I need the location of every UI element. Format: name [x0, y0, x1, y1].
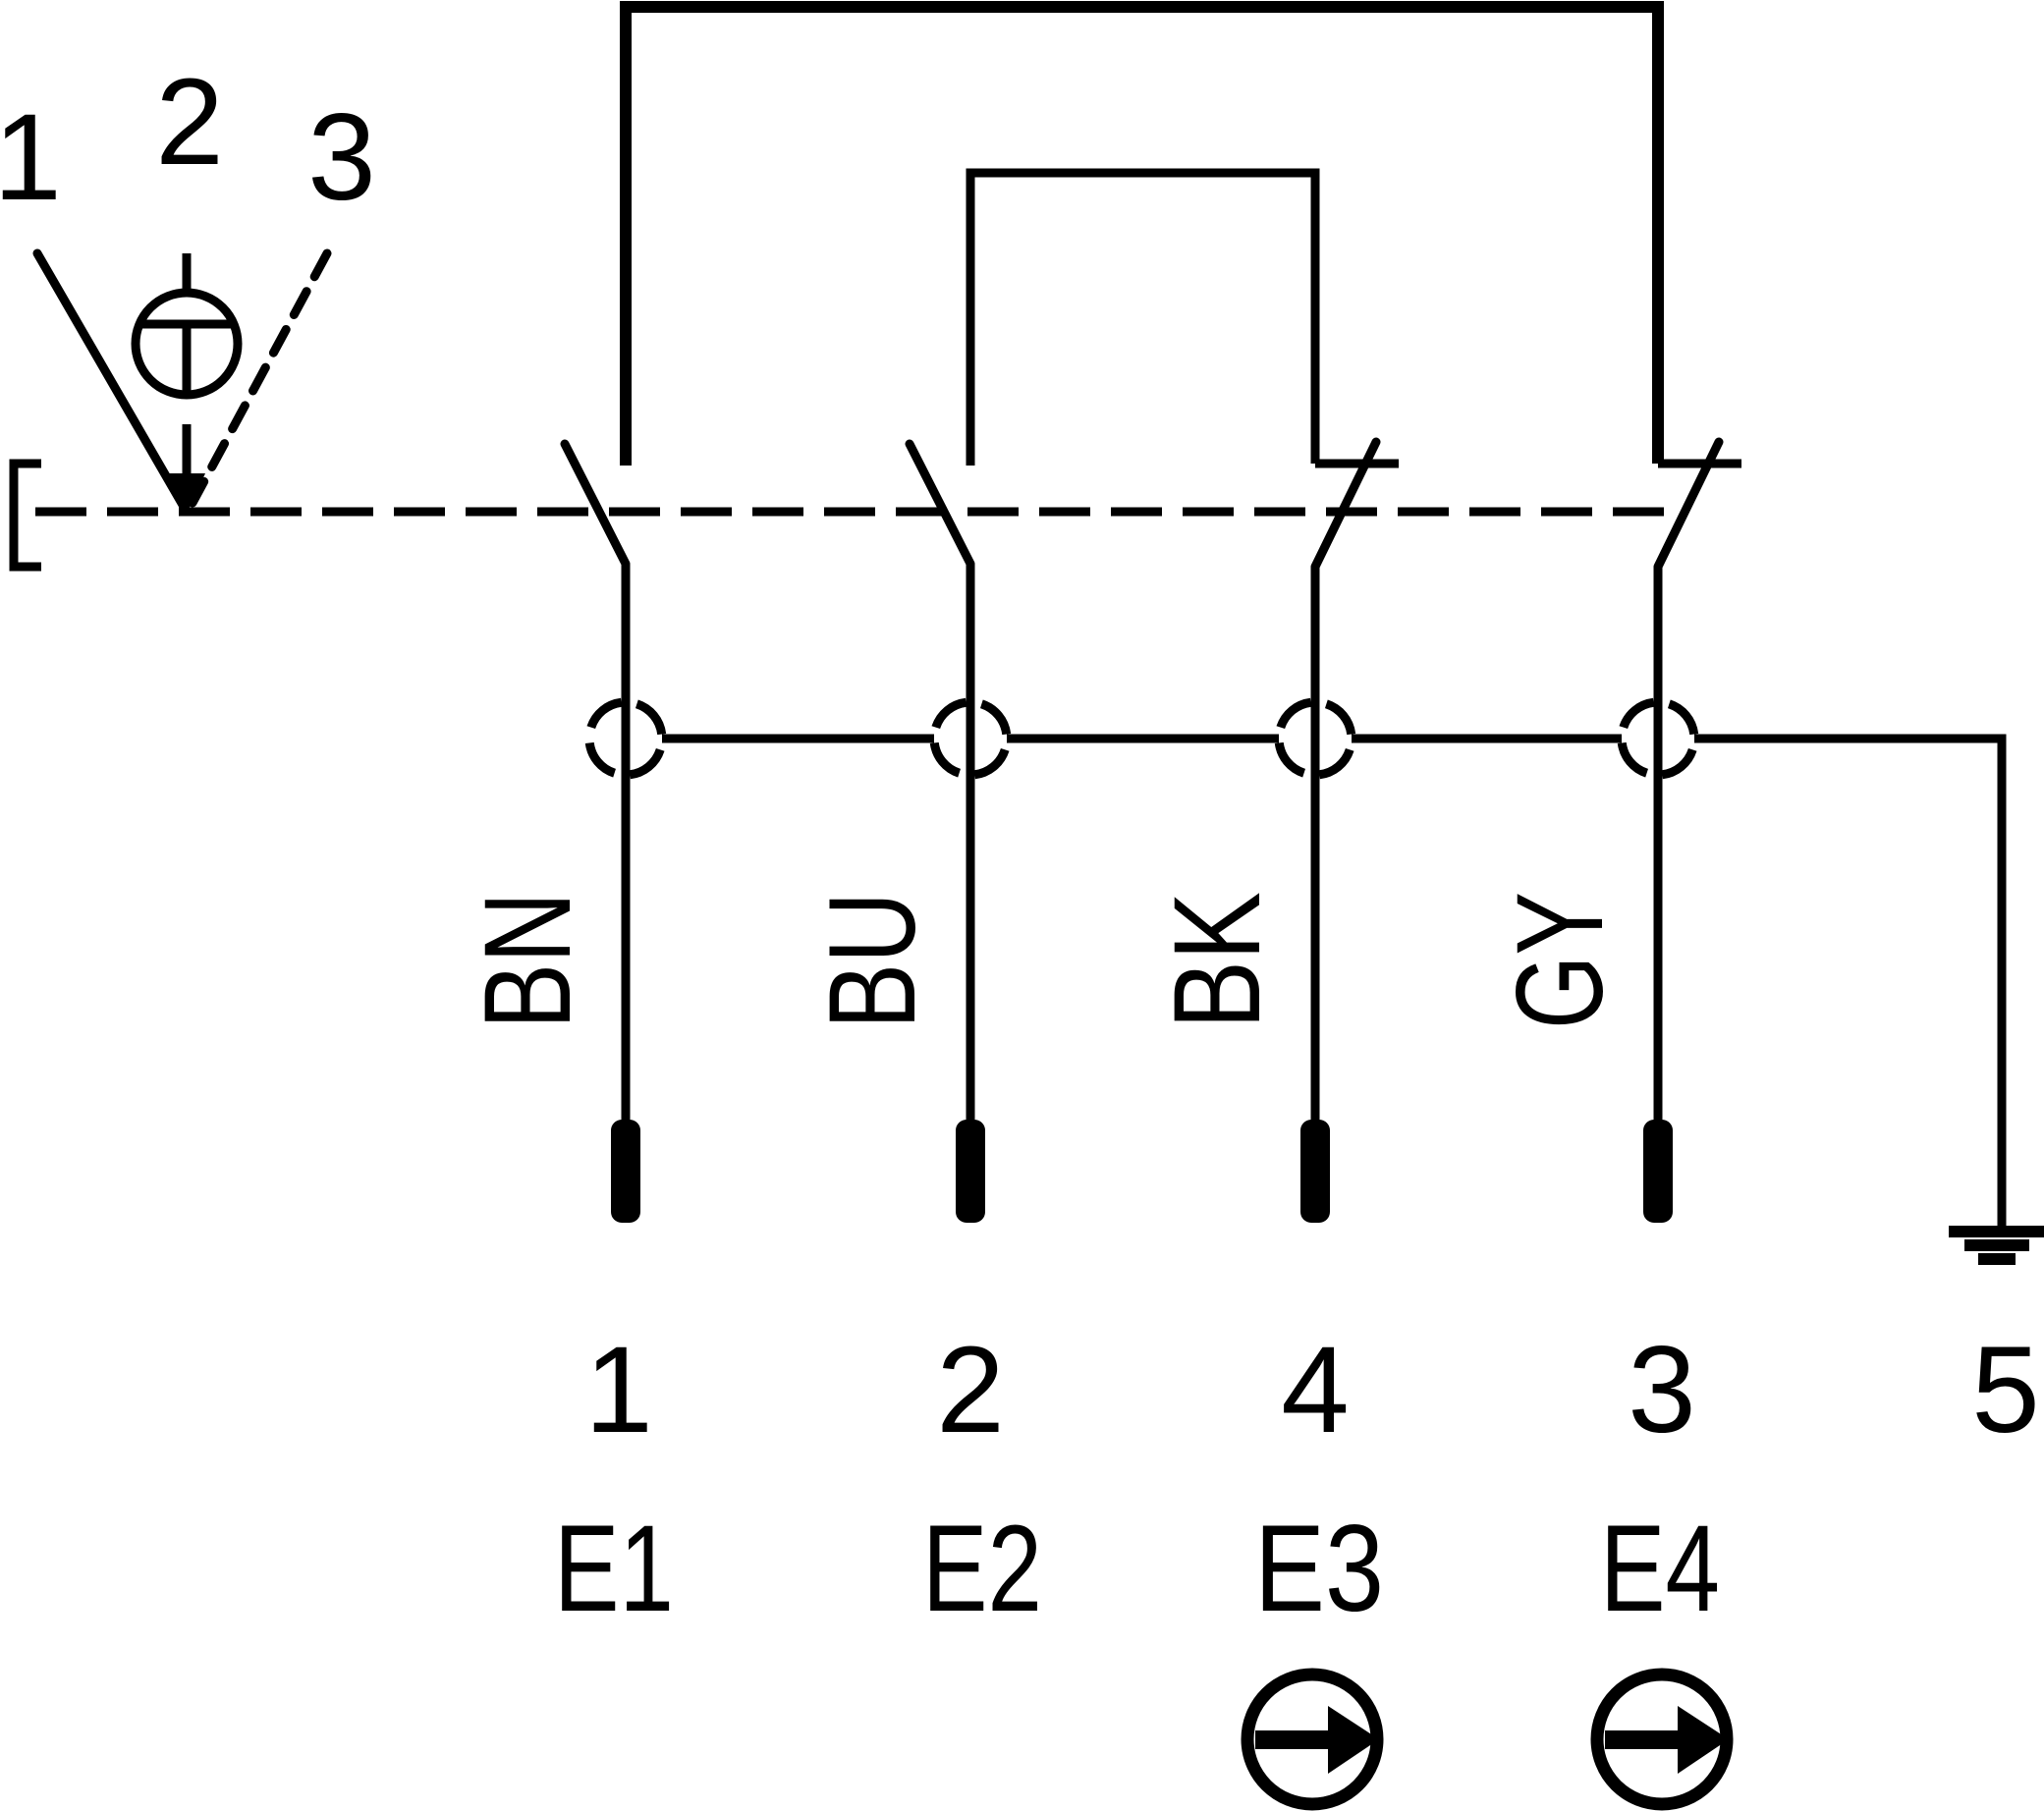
pin-terminal-1 [611, 1120, 640, 1223]
position-label-1: 1 [0, 89, 62, 226]
actuator-symbol: 1 2 3 [0, 54, 376, 572]
contact-4-blade [1653, 437, 1724, 572]
position-label-2: 2 [155, 54, 224, 191]
detent-position-icon [131, 253, 243, 400]
arrow-head-e3 [1328, 1706, 1379, 1774]
arrow-head [168, 473, 205, 514]
terminal-label-e2: E2 [922, 1501, 1042, 1637]
arrow-head-e4 [1678, 1706, 1729, 1774]
terminal-label-e4: E4 [1600, 1501, 1720, 1637]
position-1-line [32, 248, 192, 517]
terminal-label-e3: E3 [1254, 1501, 1384, 1637]
position-label-3: 3 [307, 89, 376, 226]
pin-number-4: 4 [1281, 1322, 1350, 1458]
pin-number-2: 2 [936, 1322, 1005, 1458]
pin-terminal-4 [1300, 1120, 1330, 1223]
detent-circle [131, 288, 243, 400]
pin-number-5: 5 [1971, 1322, 2040, 1458]
common-bus-wire [662, 734, 2007, 1228]
inner-link-wire [966, 168, 1320, 466]
contact-1 [560, 439, 631, 569]
ground-icon [1949, 1226, 2044, 1265]
wire-color-label-bn: BN [460, 892, 596, 1029]
wire-color-label-gy: GY [1492, 892, 1629, 1029]
pin-terminal-3 [1643, 1120, 1673, 1223]
contact-2 [905, 439, 975, 569]
pin-number-1: 1 [584, 1322, 653, 1458]
junction-circle-2 [929, 697, 1012, 780]
actuator-arrow-icon [168, 424, 205, 514]
terminal-label-e1: E1 [554, 1501, 674, 1637]
junction-circle-3 [1274, 697, 1356, 780]
contact-1-blade [560, 439, 631, 569]
position-3-line [188, 248, 332, 508]
pin-terminal-2 [956, 1120, 985, 1223]
wire-color-label-bk: BK [1149, 892, 1286, 1029]
actuator-bracket [9, 459, 41, 572]
contact-4 [1653, 437, 1741, 572]
contact-3-blade [1310, 437, 1381, 572]
wire-color-label-bu: BU [804, 892, 941, 1029]
direction-arrow-icon-e3 [1241, 1668, 1384, 1811]
junction-circle-4 [1617, 697, 1699, 780]
contact-3 [1310, 437, 1399, 572]
arrow-shaft-e4 [1605, 1730, 1682, 1749]
pin-number-3: 3 [1628, 1322, 1696, 1458]
direction-arrow-icon-e4 [1590, 1668, 1734, 1811]
junction-circle-1 [584, 697, 667, 780]
outer-link-wire [620, 1, 1664, 466]
detent-tee [140, 319, 233, 394]
arrow-shaft-e3 [1255, 1730, 1332, 1749]
contact-2-blade [905, 439, 975, 569]
